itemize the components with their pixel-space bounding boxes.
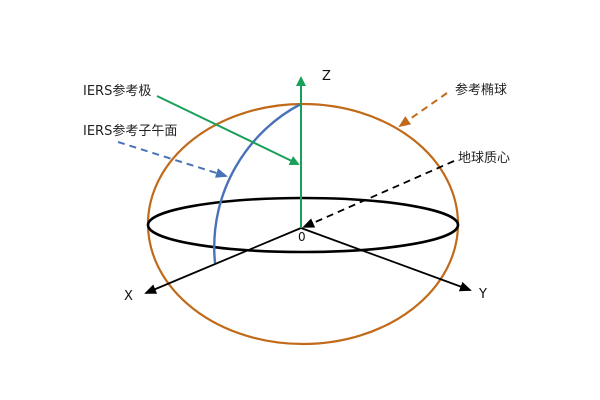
label-reference-ellipsoid: 参考椭球 <box>455 83 508 98</box>
reference-meridian-arc <box>213 102 302 264</box>
ellipsoid-pointer-arrow <box>398 92 448 128</box>
axis-label-x: X <box>124 289 133 304</box>
origin-label: 0 <box>298 230 306 244</box>
axis-label-y: Y <box>479 287 487 302</box>
reference-ellipsoid <box>146 102 460 346</box>
equator-ellipse <box>146 196 460 254</box>
label-iers-pole: IERS参考极 <box>83 84 152 99</box>
y-axis <box>300 227 472 292</box>
label-iers-meridian: IERS参考子午面 <box>83 124 178 139</box>
axis-label-z: Z <box>322 69 331 84</box>
pole-pointer-arrow <box>156 95 300 166</box>
label-geocenter: 地球质心 <box>458 151 511 166</box>
meridian-pointer-arrow <box>117 141 228 178</box>
geocenter-pointer-arrow <box>302 160 455 228</box>
x-axis <box>144 227 302 294</box>
